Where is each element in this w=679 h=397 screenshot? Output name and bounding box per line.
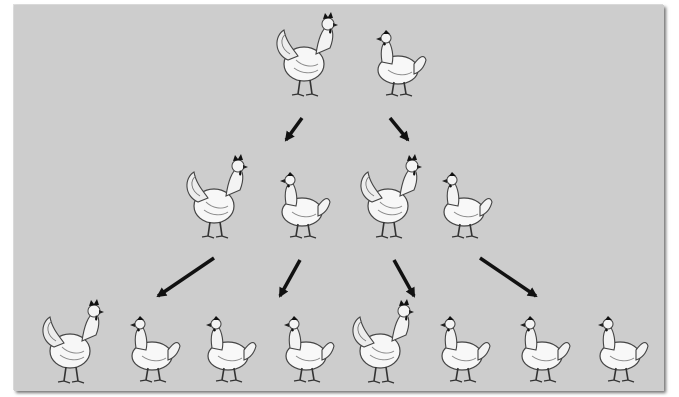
hen-icon	[441, 171, 493, 239]
hen-icon	[279, 171, 331, 239]
hen-icon	[129, 315, 181, 383]
rooster-icon	[360, 153, 423, 239]
rooster-icon	[352, 298, 415, 384]
arrow	[284, 116, 304, 142]
rooster-icon	[42, 298, 105, 384]
hen-icon	[375, 29, 427, 97]
generation-3	[42, 298, 649, 384]
diagram-panel	[14, 5, 664, 391]
arrow	[156, 256, 215, 298]
generation-1	[276, 11, 427, 97]
rooster-icon	[186, 153, 249, 239]
rooster-icon	[276, 11, 339, 97]
arrow	[392, 259, 416, 298]
generation-2	[186, 153, 493, 239]
hen-icon	[205, 315, 257, 383]
arrows-generation-2-to-3	[156, 256, 538, 298]
hen-icon	[519, 315, 571, 383]
hen-icon	[283, 315, 335, 383]
arrows-generation-1-to-2	[284, 116, 410, 142]
hen-icon	[597, 315, 649, 383]
arrow	[479, 256, 538, 298]
arrow	[278, 259, 302, 298]
hen-icon	[439, 315, 491, 383]
arrow	[388, 116, 410, 142]
